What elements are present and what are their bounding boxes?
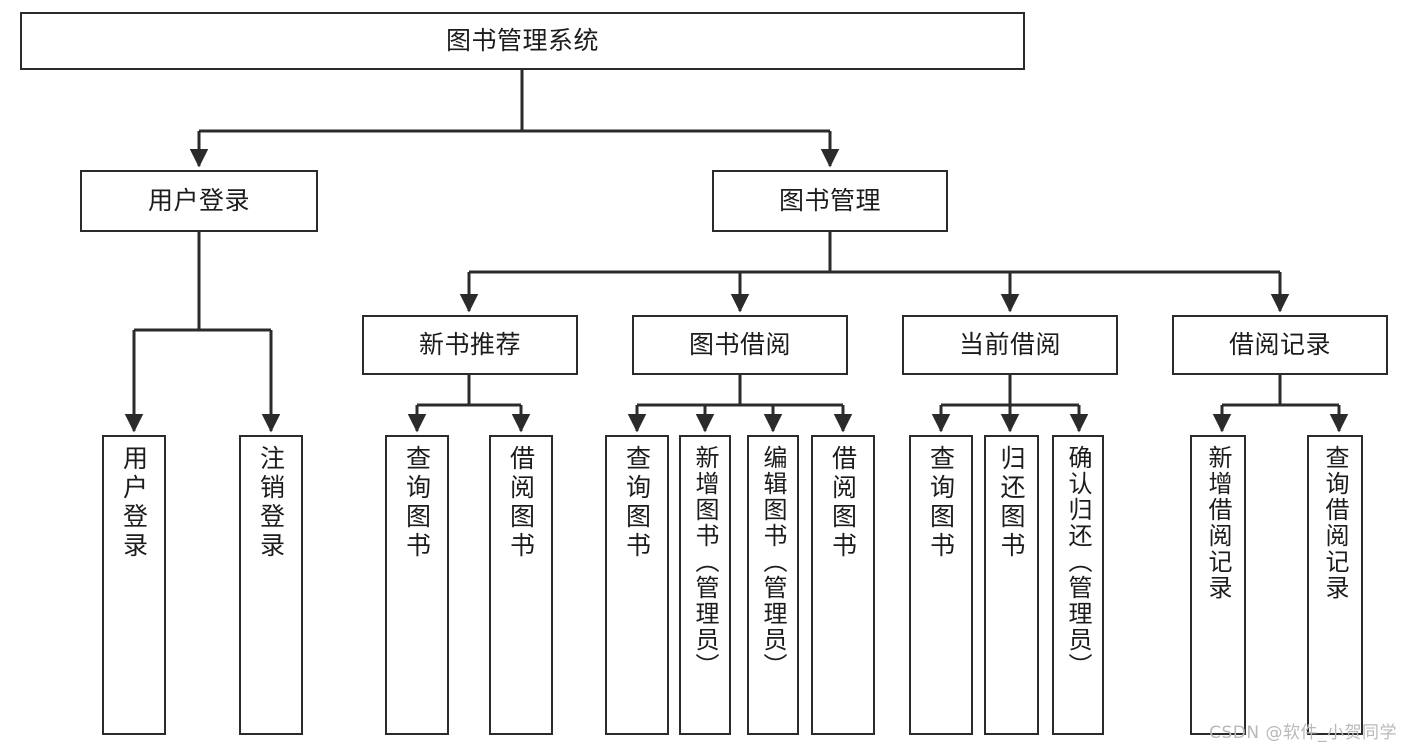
node-label: 编辑图书（管理员）	[759, 445, 787, 679]
leaf-return-book[interactable]: 归还图书	[984, 435, 1039, 735]
node-new-book-recommend[interactable]: 新书推荐	[362, 315, 578, 375]
node-label: 查询图书	[926, 445, 956, 561]
leaf-borrow-book[interactable]: 借阅图书	[811, 435, 875, 735]
leaf-query-borrow-record[interactable]: 查询借阅记录	[1307, 435, 1363, 735]
node-label: 用户登录	[119, 445, 149, 561]
node-label: 归还图书	[997, 445, 1026, 561]
node-label: 图书管理系统	[445, 26, 599, 55]
leaf-add-borrow-record[interactable]: 新增借阅记录	[1190, 435, 1246, 735]
leaf-confirm-return-admin[interactable]: 确认归还（管理员）	[1052, 435, 1104, 735]
leaf-user-login[interactable]: 用户登录	[102, 435, 166, 735]
node-book-management[interactable]: 图书管理	[712, 170, 948, 232]
node-label: 图书借阅	[688, 330, 791, 359]
node-label: 借阅记录	[1228, 330, 1331, 359]
node-label: 查询图书	[622, 445, 652, 561]
csdn-watermark: CSDN @软件_小贺同学	[1209, 723, 1397, 743]
node-label: 新增借阅记录	[1204, 445, 1232, 601]
node-label: 借阅图书	[506, 445, 536, 561]
leaf-logout-login[interactable]: 注销登录	[239, 435, 303, 735]
node-book-borrow[interactable]: 图书借阅	[632, 315, 848, 375]
node-current-borrow[interactable]: 当前借阅	[902, 315, 1118, 375]
leaf-add-book-admin[interactable]: 新增图书（管理员）	[679, 435, 731, 735]
node-label: 新增图书（管理员）	[691, 445, 719, 679]
node-label: 当前借阅	[958, 330, 1061, 359]
node-label: 用户登录	[147, 186, 250, 215]
node-label: 查询借阅记录	[1321, 445, 1349, 601]
node-label: 图书管理	[778, 186, 881, 215]
node-label: 借阅图书	[828, 445, 858, 561]
node-label: 确认归还（管理员）	[1064, 445, 1092, 679]
node-borrow-record[interactable]: 借阅记录	[1172, 315, 1388, 375]
leaf-edit-book-admin[interactable]: 编辑图书（管理员）	[747, 435, 799, 735]
node-label: 查询图书	[402, 445, 432, 561]
node-label: 注销登录	[256, 445, 286, 561]
leaf-borrow-book-recommend[interactable]: 借阅图书	[489, 435, 553, 735]
node-root-book-management-system[interactable]: 图书管理系统	[20, 12, 1025, 70]
leaf-query-book-current[interactable]: 查询图书	[909, 435, 973, 735]
node-user-login[interactable]: 用户登录	[80, 170, 318, 232]
leaf-query-book-recommend[interactable]: 查询图书	[385, 435, 449, 735]
leaf-query-book-borrow[interactable]: 查询图书	[605, 435, 669, 735]
node-label: 新书推荐	[418, 330, 521, 359]
